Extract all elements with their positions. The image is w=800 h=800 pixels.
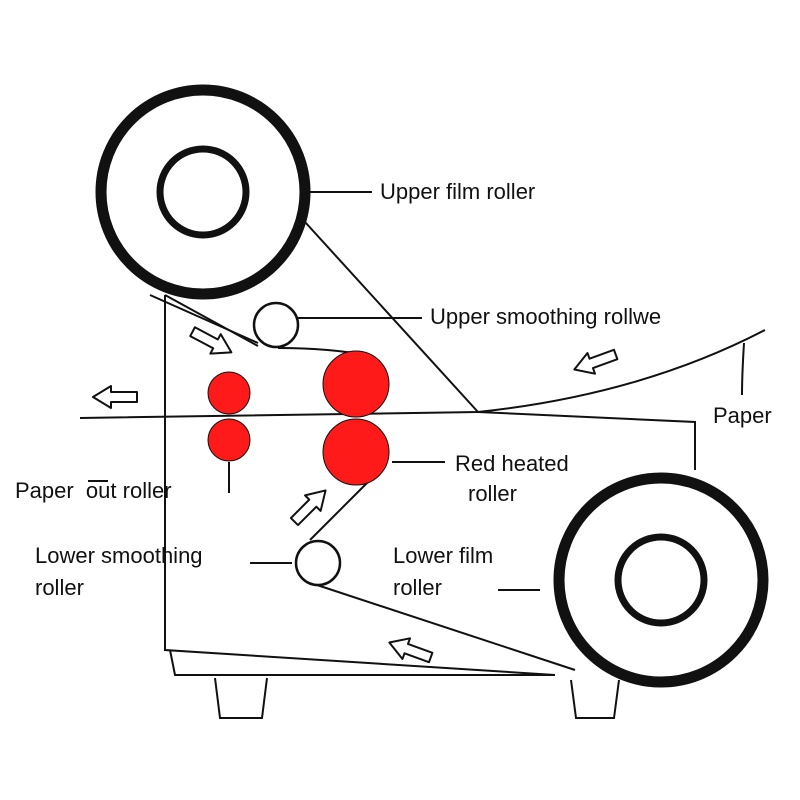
paper-out-roller-bottom [207,418,251,462]
label-paper-out-roller: Paper out roller [15,478,172,503]
paper-out-roller-top [207,371,251,415]
label-lower-smoothing-line2: roller [35,575,84,600]
arrow-lower-return-icon [388,637,434,664]
arrow-paper-in-icon [573,348,619,375]
lower-film-roller [553,472,769,688]
label-lower-film-line2: roller [393,575,442,600]
arrow-lower-film-icon [289,489,327,527]
upper-smoothing-roller [252,301,300,349]
lower-smoothing-roller [294,539,342,587]
left-foot [214,677,268,719]
heated-roller-bottom [322,418,390,486]
label-lower-film-line1: Lower film [393,543,494,568]
leader-lines [88,191,745,591]
label-red-heated-line1: Red heated [455,451,569,476]
label-lower-smoothing-line1: Lower smoothing [35,543,203,568]
right-foot [570,679,620,719]
lower-film-web [309,469,576,671]
label-red-heated-line2: roller [468,481,517,506]
label-upper-film-roller: Upper film roller [380,179,536,204]
arrow-paper-out-icon [92,385,138,409]
label-paper: Paper [713,403,772,428]
machine-body [164,294,696,676]
upper-film-roller [95,84,311,300]
arrow-upper-film-icon [189,326,233,355]
label-upper-smoothing-roller: Upper smoothing rollwe [430,304,662,329]
paper-sheet [79,329,766,419]
heated-roller-top [322,350,390,418]
